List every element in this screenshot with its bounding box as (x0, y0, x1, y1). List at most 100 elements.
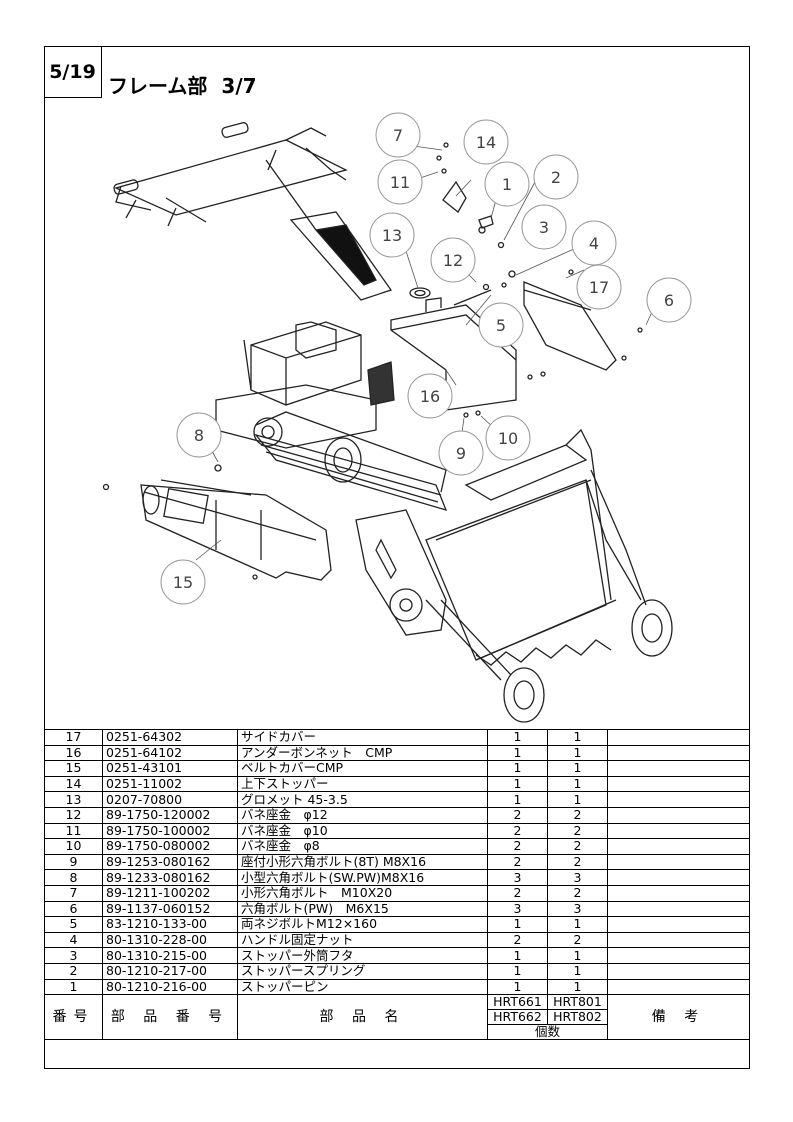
svg-text:5: 5 (496, 316, 506, 335)
part-name: バネ座金 φ10 (237, 822, 488, 840)
qty-b: 2 (547, 853, 608, 871)
svg-text:13: 13 (382, 226, 402, 245)
row-number: 8 (44, 869, 103, 886)
row-number: 5 (44, 916, 103, 933)
part-code: 0251-43101 (102, 760, 238, 777)
qty-a: 2 (487, 822, 548, 840)
row-number: 2 (44, 962, 103, 980)
part-code: 80-1310-215-00 (102, 947, 238, 964)
callout-7: 7 (375, 112, 421, 158)
page-frame (44, 46, 750, 1069)
svg-text:17: 17 (589, 278, 609, 297)
part-code: 89-1211-100202 (102, 884, 238, 902)
remarks (607, 884, 750, 902)
part-name: 小型六角ボルト(SW.PW)M8X16 (237, 869, 488, 886)
qty-b: 1 (547, 729, 608, 746)
svg-text:9: 9 (456, 444, 466, 463)
callout-11: 11 (377, 159, 423, 205)
qty-a: 1 (487, 744, 548, 762)
qty-b: 1 (547, 760, 608, 777)
part-name: 上下ストッパー (237, 775, 488, 793)
part-name: ストッパー外筒フタ (237, 947, 488, 964)
qty-b: 2 (547, 931, 608, 949)
row-number: 13 (44, 791, 103, 808)
remarks (607, 978, 750, 996)
qty-a: 2 (487, 806, 548, 824)
qty-b: 3 (547, 869, 608, 886)
row-number: 12 (44, 806, 103, 824)
callout-6: 6 (646, 277, 692, 323)
part-code: 89-1750-120002 (102, 806, 238, 824)
qty-b: 1 (547, 962, 608, 980)
row-number: 16 (44, 744, 103, 762)
part-name: バネ座金 φ12 (237, 806, 488, 824)
qty-a: 2 (487, 931, 548, 949)
qty-a: 2 (487, 838, 548, 855)
callout-5: 5 (478, 302, 524, 348)
callout-9: 9 (438, 430, 484, 476)
belt-drive (254, 411, 448, 512)
part-code: 89-1137-060152 (102, 900, 238, 918)
svg-text:12: 12 (443, 251, 463, 270)
qty-b: 1 (547, 775, 608, 793)
qty-a: 1 (487, 729, 548, 746)
svg-text:4: 4 (589, 234, 599, 253)
leader-lines (195, 144, 657, 561)
remarks (607, 931, 750, 949)
qty-a: 3 (487, 900, 548, 918)
qty-b: 2 (547, 806, 608, 824)
part-name: 両ネジボルトM12×160 (237, 916, 488, 933)
qty-b: 1 (547, 916, 608, 933)
header-model-b1: HRT801 (547, 994, 608, 1011)
callout-16: 16 (407, 373, 453, 419)
row-number: 11 (44, 822, 103, 840)
callout-15: 15 (160, 559, 206, 605)
qty-b: 2 (547, 822, 608, 840)
part-code: 0207-70800 (102, 791, 238, 808)
part-name: ハンドル固定ナット (237, 931, 488, 949)
part-code: 80-1210-216-00 (102, 978, 238, 996)
header-qty: 個数 (487, 1024, 608, 1041)
callout-3: 3 (521, 204, 567, 250)
part-name: サイドカバー (237, 729, 488, 746)
svg-text:10: 10 (498, 429, 518, 448)
remarks (607, 869, 750, 886)
remarks (607, 744, 750, 762)
part-name: アンダーボンネット CMP (237, 744, 488, 762)
qty-a: 2 (487, 853, 548, 871)
svg-text:6: 6 (664, 291, 674, 310)
svg-text:8: 8 (194, 426, 204, 445)
side-cover (523, 281, 617, 371)
remarks (607, 838, 750, 855)
callout-17: 17 (576, 264, 622, 310)
header-model-a2: HRT662 (487, 1009, 548, 1026)
row-number: 15 (44, 760, 103, 777)
row-number: 14 (44, 775, 103, 793)
row-number: 6 (44, 900, 103, 918)
row-number: 17 (44, 729, 103, 746)
reel-housing (355, 428, 647, 681)
remarks (607, 916, 750, 933)
header-name: 部 品 名 (237, 994, 488, 1041)
svg-text:3: 3 (539, 218, 549, 237)
part-name: 座付小形六角ボルト(8T) M8X16 (237, 853, 488, 871)
svg-text:15: 15 (173, 573, 193, 592)
qty-b: 1 (547, 791, 608, 808)
part-name: ストッパースプリング (237, 962, 488, 980)
remarks (607, 760, 750, 777)
callout-4: 4 (571, 220, 617, 266)
title-subtitle: 3/7 (221, 74, 257, 98)
qty-b: 2 (547, 838, 608, 855)
rear-wheels (503, 599, 673, 723)
header-model-a1: HRT661 (487, 994, 548, 1011)
